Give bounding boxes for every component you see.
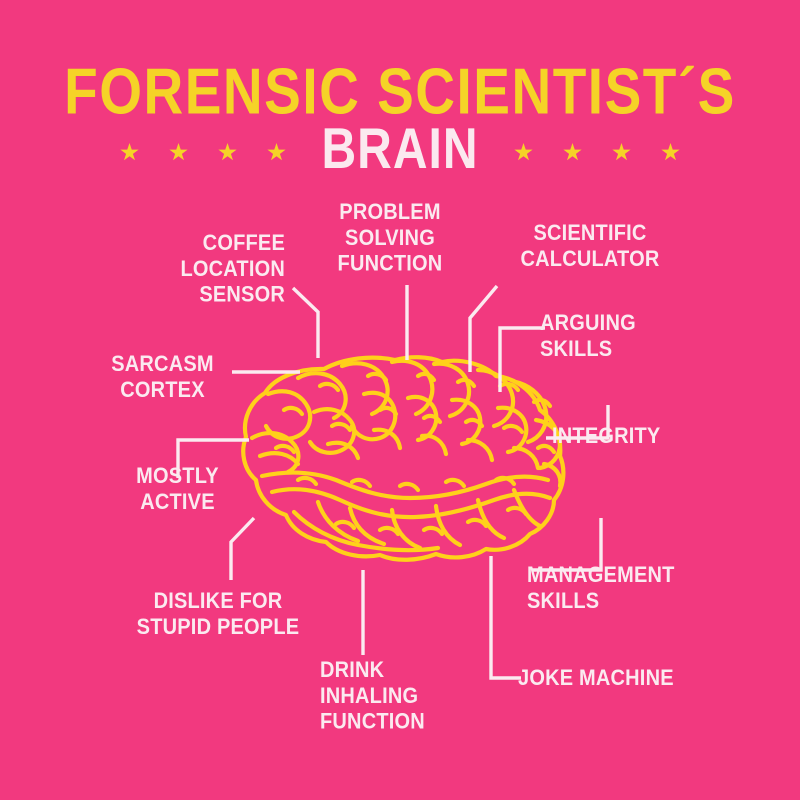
star-icon <box>661 143 680 161</box>
label-sarcasm-cortex: SARCASM CORTEX <box>111 352 214 403</box>
label-scientific-calculator: SCIENTIFIC CALCULATOR <box>520 221 660 272</box>
star-icon <box>514 143 533 161</box>
label-joke-machine: JOKE MACHINE <box>518 666 674 691</box>
star-icon <box>563 143 582 161</box>
page-subtitle: BRAIN <box>321 117 479 182</box>
star-row-right <box>514 143 680 162</box>
label-management-skills: MANAGEMENT SKILLS <box>527 563 675 614</box>
star-icon <box>612 143 631 161</box>
label-problem-solving-function: PROBLEM SOLVING FUNCTION <box>337 200 443 277</box>
label-arguing-skills: ARGUING SKILLS <box>540 311 636 362</box>
label-coffee-location-sensor: COFFEE LOCATION SENSOR <box>180 231 285 308</box>
brain-illustration-icon <box>232 352 572 577</box>
title-block: FORENSIC SCIENTIST´S BRAIN <box>0 0 800 190</box>
star-row-left <box>120 143 286 162</box>
label-mostly-active: MOSTLY ACTIVE <box>136 464 219 515</box>
label-dislike-for-stupid-people: DISLIKE FOR STUPID PEOPLE <box>136 589 300 640</box>
callout-line-bent-icon <box>291 286 320 358</box>
page-title: FORENSIC SCIENTIST´S <box>64 54 736 128</box>
label-integrity: INTEGRITY <box>552 424 661 449</box>
label-drink-inhaling-function: DRINK INHALING FUNCTION <box>320 658 425 735</box>
